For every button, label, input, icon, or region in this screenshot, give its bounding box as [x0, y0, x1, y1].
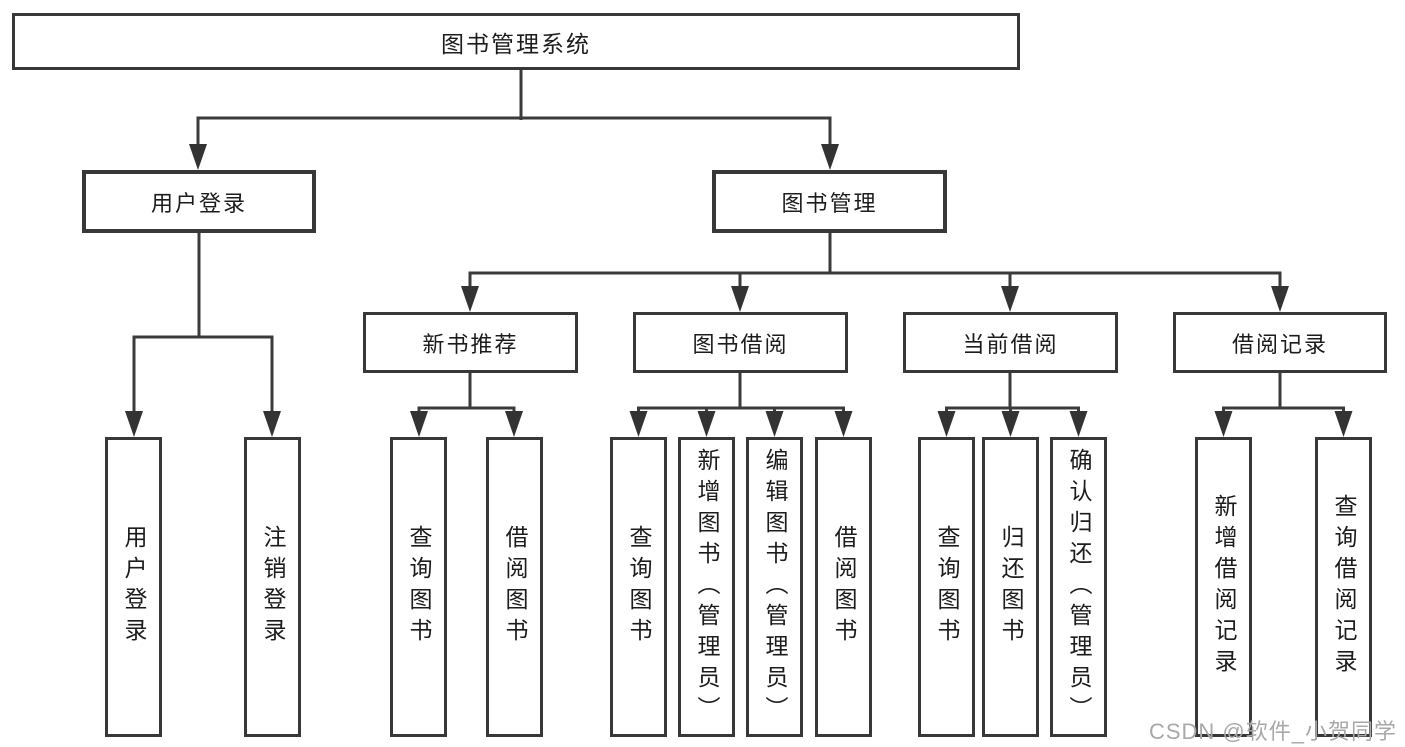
arrowhead	[1001, 286, 1019, 312]
leaf-edit-books-admin: 编辑图书（管理员）	[746, 437, 803, 737]
arrowhead	[1271, 286, 1289, 312]
node-label: 用户登录	[150, 190, 247, 216]
node-label: 借阅记录	[1231, 331, 1328, 357]
node-label: 当前借阅	[962, 331, 1059, 357]
node-label: 归还图书	[998, 525, 1024, 649]
leaf-add-borrow-record: 新增借阅记录	[1195, 437, 1252, 737]
leaf-query-borrow-record: 查询借阅记录	[1315, 437, 1372, 737]
node-book-management: 图书管理	[712, 170, 947, 233]
node-label: 图书管理系统	[441, 30, 591, 57]
node-label: 图书管理	[781, 190, 878, 216]
connector-user-login-to-children	[125, 232, 281, 437]
arrowhead	[263, 411, 281, 437]
node-label: 新增借阅记录	[1211, 494, 1237, 680]
connector-borrow-record-to-children	[1214, 373, 1353, 437]
csdn-watermark: CSDN @软件_小贺同学	[1148, 719, 1397, 744]
leaf-borrow-books-2: 借阅图书	[815, 437, 872, 737]
leaf-user-login: 用户登录	[105, 437, 162, 737]
arrowhead	[731, 286, 749, 312]
node-label: 新书推荐	[422, 331, 519, 357]
node-label: 查询借阅记录	[1331, 494, 1357, 680]
arrowhead	[410, 411, 428, 437]
leaf-confirm-return-admin: 确认归还（管理员）	[1050, 437, 1107, 737]
node-label: 确认归还（管理员）	[1066, 447, 1092, 727]
node-user-login: 用户登录	[82, 170, 316, 233]
node-label: 查询图书	[406, 525, 432, 649]
arrowhead	[461, 286, 479, 312]
connector-root-to-level2	[189, 69, 839, 170]
arrowhead	[189, 144, 207, 170]
connector-book-borrow-to-children	[629, 373, 853, 437]
arrowhead	[834, 411, 853, 437]
leaf-query-books-2: 查询图书	[610, 437, 667, 737]
arrowhead	[125, 411, 143, 437]
arrowhead	[1334, 411, 1353, 437]
connector-book-mgmt-to-level3	[461, 232, 1289, 312]
node-label: 图书借阅	[692, 331, 789, 357]
leaf-return-books: 归还图书	[982, 437, 1039, 737]
node-label: 编辑图书（管理员）	[762, 447, 788, 727]
connector-current-borrow-to-children	[937, 373, 1088, 437]
node-library-management-system: 图书管理系统	[12, 13, 1020, 70]
arrowhead	[937, 411, 956, 437]
node-label: 借阅图书	[831, 525, 857, 649]
leaf-query-books-3: 查询图书	[918, 437, 975, 737]
node-label: 注销登录	[260, 525, 286, 649]
arrowhead	[629, 411, 648, 437]
leaf-query-books-1: 查询图书	[390, 437, 447, 737]
node-label: 用户登录	[121, 525, 147, 649]
leaf-borrow-books-1: 借阅图书	[486, 437, 543, 737]
arrowhead	[765, 411, 784, 437]
arrowhead	[1069, 411, 1088, 437]
node-new-book-recommend: 新书推荐	[363, 312, 578, 373]
node-label: 查询图书	[626, 525, 652, 649]
arrowhead	[1001, 411, 1020, 437]
node-label: 新增图书（管理员）	[694, 447, 720, 727]
node-borrowing-records: 借阅记录	[1173, 312, 1387, 373]
node-label: 查询图书	[934, 525, 960, 649]
leaf-add-books-admin: 新增图书（管理员）	[678, 437, 735, 737]
node-label: 借阅图书	[502, 525, 528, 649]
arrowhead	[821, 144, 839, 170]
node-book-borrowing: 图书借阅	[633, 312, 848, 373]
leaf-logout: 注销登录	[244, 437, 301, 737]
connector-new-book-rec-to-children	[410, 373, 523, 437]
arrowhead	[697, 411, 716, 437]
arrowhead	[505, 411, 523, 437]
node-current-borrowing: 当前借阅	[903, 312, 1118, 373]
arrowhead	[1214, 411, 1233, 437]
